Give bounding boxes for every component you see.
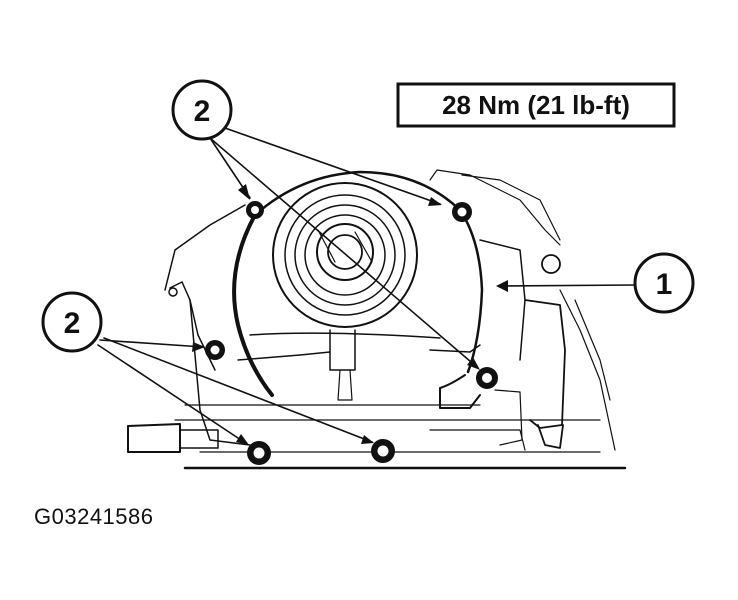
callout-bolts-upper: 2 xyxy=(171,79,233,141)
bolt-bottom-center xyxy=(371,439,395,463)
bolts xyxy=(205,201,498,465)
bolt-upper-right xyxy=(452,202,472,222)
bolt-upper-left xyxy=(246,201,264,219)
callout-label-cover: 1 xyxy=(656,268,673,301)
lower-housing xyxy=(127,299,566,453)
leader-lines xyxy=(97,127,636,445)
callout-label-bolts-upper: 2 xyxy=(194,95,211,128)
bolt-bottom-left xyxy=(247,441,271,465)
torque-spec-box: 28 Nm (21 lb-ft) xyxy=(396,82,676,128)
torque-spec-text: 28 Nm (21 lb-ft) xyxy=(442,90,630,120)
bolt-right xyxy=(476,367,498,389)
callout-label-bolts-lower: 2 xyxy=(64,307,81,340)
bolt-left xyxy=(205,340,225,360)
crankshaft-seal xyxy=(272,182,418,401)
figure-id: G03241586 xyxy=(34,504,154,529)
callout-cover: 1 xyxy=(633,252,695,314)
callout-bolts-lower: 2 xyxy=(41,291,103,353)
